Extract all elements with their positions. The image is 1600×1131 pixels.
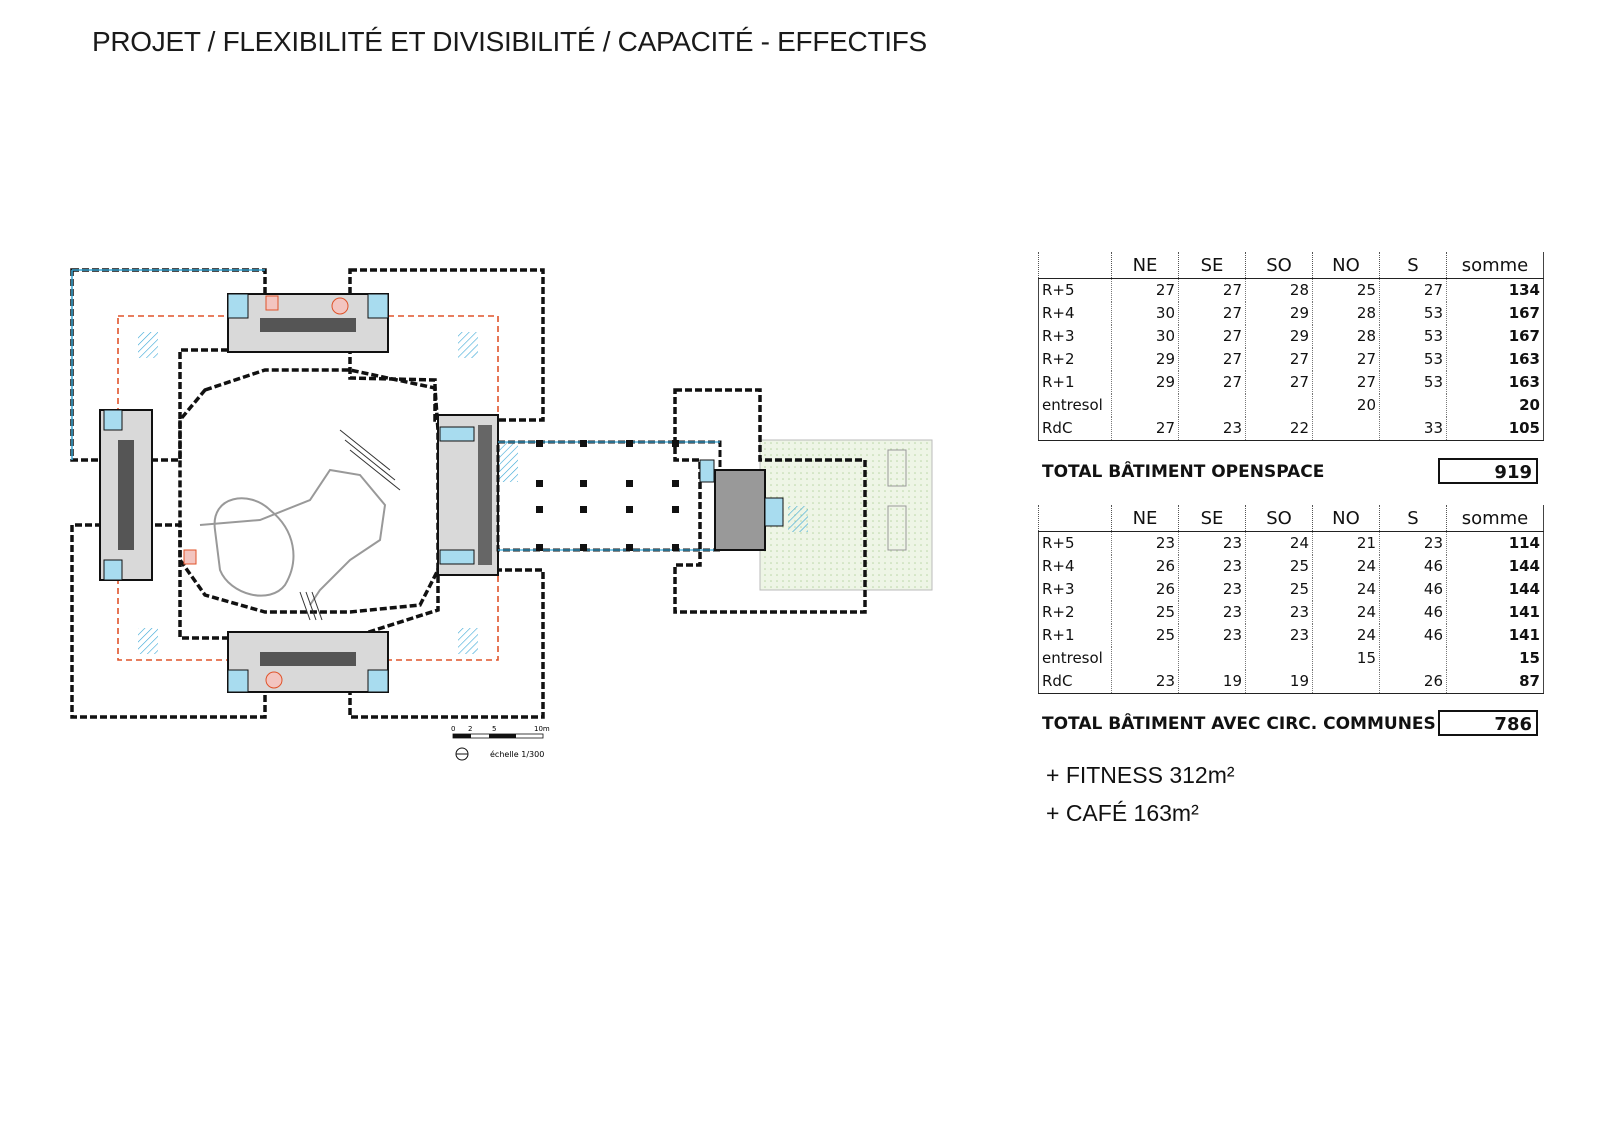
- table-row: RdC 27 23 22 33 105: [1038, 417, 1544, 441]
- header-somme: somme: [1446, 505, 1544, 532]
- table-row: R+4 30 27 29 28 53 167: [1038, 302, 1544, 325]
- header-no: NO: [1312, 505, 1380, 532]
- annex-lift: [699, 459, 715, 483]
- header-ne: NE: [1111, 505, 1179, 532]
- table-row: R+3 26 23 25 24 46 144: [1038, 578, 1544, 601]
- total-circulation-value: 786: [1438, 710, 1538, 736]
- core-north-lift: [227, 293, 249, 319]
- hatch-zone: [788, 506, 808, 532]
- header-somme: somme: [1446, 252, 1544, 279]
- core-south-lift: [227, 669, 249, 693]
- scale-tick: 10m: [534, 725, 550, 733]
- header-ne: NE: [1111, 252, 1179, 279]
- hatch-zone: [138, 332, 158, 358]
- table-row: R+3 30 27 29 28 53 167: [1038, 325, 1544, 348]
- total-openspace-value: 919: [1438, 458, 1538, 484]
- scale-bar: 0 2 5 10m échelle 1/300: [451, 725, 550, 761]
- header-empty: [1038, 505, 1112, 532]
- hatch-zone: [138, 628, 158, 654]
- core-west-wc: [183, 549, 197, 565]
- terrace-planter: [887, 505, 907, 551]
- page-title: PROJET / FLEXIBILITÉ ET DIVISIBILITÉ / C…: [92, 26, 927, 57]
- table-row: R+1 29 27 27 27 53 163: [1038, 371, 1544, 394]
- table-row: R+2 29 27 27 27 53 163: [1038, 348, 1544, 371]
- core-west-stair: [118, 440, 134, 550]
- extra-cafe: + CAFÉ 163m²: [1046, 800, 1199, 826]
- core-south-lift: [367, 669, 389, 693]
- header-se: SE: [1178, 505, 1246, 532]
- header-s: S: [1379, 505, 1447, 532]
- interior-stair: [299, 591, 323, 621]
- scale-tick: 5: [492, 725, 496, 733]
- floor-plan: 0 2 5 10m échelle 1/300: [70, 268, 933, 761]
- annex-building: [673, 388, 867, 614]
- table-row: R+1 25 23 23 24 46 141: [1038, 624, 1544, 647]
- total-openspace-label: TOTAL BÂTIMENT OPENSPACE: [1042, 462, 1325, 482]
- core-north-wc: [265, 295, 279, 311]
- annex-lift: [764, 497, 784, 527]
- table-row: entresol 20 20: [1038, 394, 1544, 417]
- interior-curve: [213, 497, 295, 597]
- table-row: R+5 23 23 24 21 23 114: [1038, 531, 1544, 555]
- table-header-row: NE SE SO NO S somme: [1038, 252, 1544, 279]
- header-no: NO: [1312, 252, 1380, 279]
- core-west-lift: [103, 409, 123, 431]
- core-north-lift: [367, 293, 389, 319]
- core-south-stair-circle: [265, 671, 283, 689]
- table-header-row: NE SE SO NO S somme: [1038, 505, 1544, 532]
- capacity-table-circulation: NE SE SO NO S somme R+5 23 23 24 21 23 1…: [1038, 505, 1544, 694]
- header-so: SO: [1245, 252, 1313, 279]
- core-west-lift: [103, 559, 123, 581]
- header-so: SO: [1245, 505, 1313, 532]
- header-empty: [1038, 252, 1112, 279]
- scale-tick: 2: [468, 725, 472, 733]
- core-north-stair-circle: [331, 297, 349, 315]
- interior-stair: [339, 429, 401, 491]
- core-south-stair: [260, 652, 356, 666]
- link-bridge: [496, 440, 722, 552]
- terrace-planter: [887, 449, 907, 487]
- table-row: R+2 25 23 23 24 46 141: [1038, 601, 1544, 624]
- wing-ne: [348, 268, 545, 422]
- bridge-columns: [536, 440, 679, 551]
- core-east-lift: [439, 549, 475, 565]
- glazing-nw: [71, 269, 265, 460]
- hatch-zone: [498, 442, 518, 482]
- table-row: entresol 15 15: [1038, 647, 1544, 670]
- core-east-lift: [439, 426, 475, 442]
- core-south: [227, 631, 389, 693]
- table-row: R+5 27 27 28 25 27 134: [1038, 278, 1544, 302]
- total-circulation-label: TOTAL BÂTIMENT AVEC CIRC. COMMUNES: [1042, 714, 1436, 734]
- header-se: SE: [1178, 252, 1246, 279]
- interior-curve: [199, 468, 387, 606]
- hatch-zone: [458, 332, 478, 358]
- extra-fitness: + FITNESS 312m²: [1046, 762, 1235, 788]
- annex-core: [714, 469, 766, 551]
- scale-tick: 0: [451, 725, 455, 733]
- wing-se: [348, 568, 545, 719]
- hatch-zone: [458, 628, 478, 654]
- central-hall: [178, 368, 440, 614]
- core-north-stair: [260, 318, 356, 332]
- table-row: R+4 26 23 25 24 46 144: [1038, 555, 1544, 578]
- core-east-stair: [478, 425, 492, 565]
- scale-label: échelle 1/300: [490, 749, 544, 759]
- table-row: RdC 23 19 19 26 87: [1038, 670, 1544, 694]
- header-s: S: [1379, 252, 1447, 279]
- capacity-table-openspace: NE SE SO NO S somme R+5 27 27 28 25 27 1…: [1038, 252, 1544, 441]
